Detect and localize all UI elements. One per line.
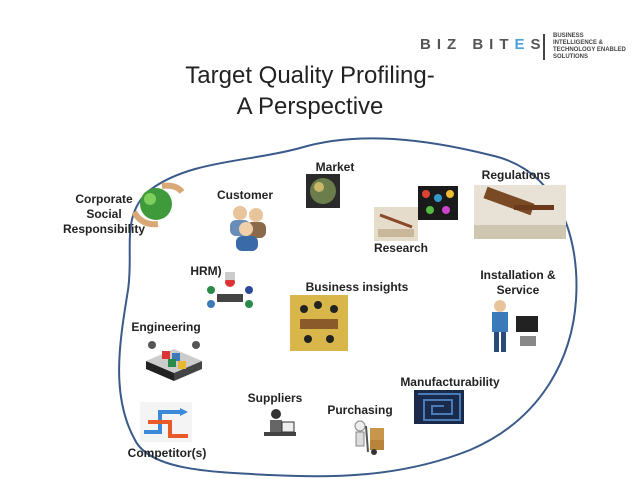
- green-globe-hands-icon: [131, 182, 185, 228]
- customer-label: Customer: [216, 188, 273, 202]
- engineering-label: Engineering: [131, 320, 201, 334]
- competitors-label: Competitor(s): [127, 446, 207, 460]
- page-title: Target Quality Profiling-A Perspective: [185, 62, 435, 120]
- customers-icon: [226, 203, 270, 251]
- purchasing-label: Purchasing: [327, 403, 393, 417]
- globe-icon: [306, 174, 340, 208]
- arrows-maze-icon: [140, 402, 192, 442]
- hrm-label: HRM): [190, 264, 222, 278]
- molecules-icon: [418, 186, 458, 220]
- csr-label: Corporate Social Responsibility: [62, 192, 145, 236]
- suppliers-label: Suppliers: [247, 391, 303, 405]
- hrm-meeting-icon: [203, 270, 257, 310]
- market-label: Market: [315, 160, 355, 174]
- business-meeting-icon: [290, 295, 348, 351]
- business-insights-label: Business insights: [305, 280, 409, 294]
- supplier-desk-icon: [262, 406, 298, 446]
- research-label: Research: [373, 241, 429, 255]
- maze-icon: [414, 390, 464, 424]
- gavel-icon: [474, 185, 566, 239]
- logo-divider: [543, 34, 545, 60]
- regulations-label: Regulations: [481, 168, 551, 182]
- research-documents-icon: [374, 207, 418, 241]
- technician-icon: [486, 298, 544, 354]
- installation-service-label: Installation & Service: [480, 268, 556, 297]
- hand-truck-boxes-icon: [352, 418, 394, 456]
- manufacturability-label: Manufacturability: [400, 375, 500, 389]
- puzzle-team-icon: [142, 335, 206, 385]
- bizbites-logo: BIZ BITES: [420, 36, 547, 53]
